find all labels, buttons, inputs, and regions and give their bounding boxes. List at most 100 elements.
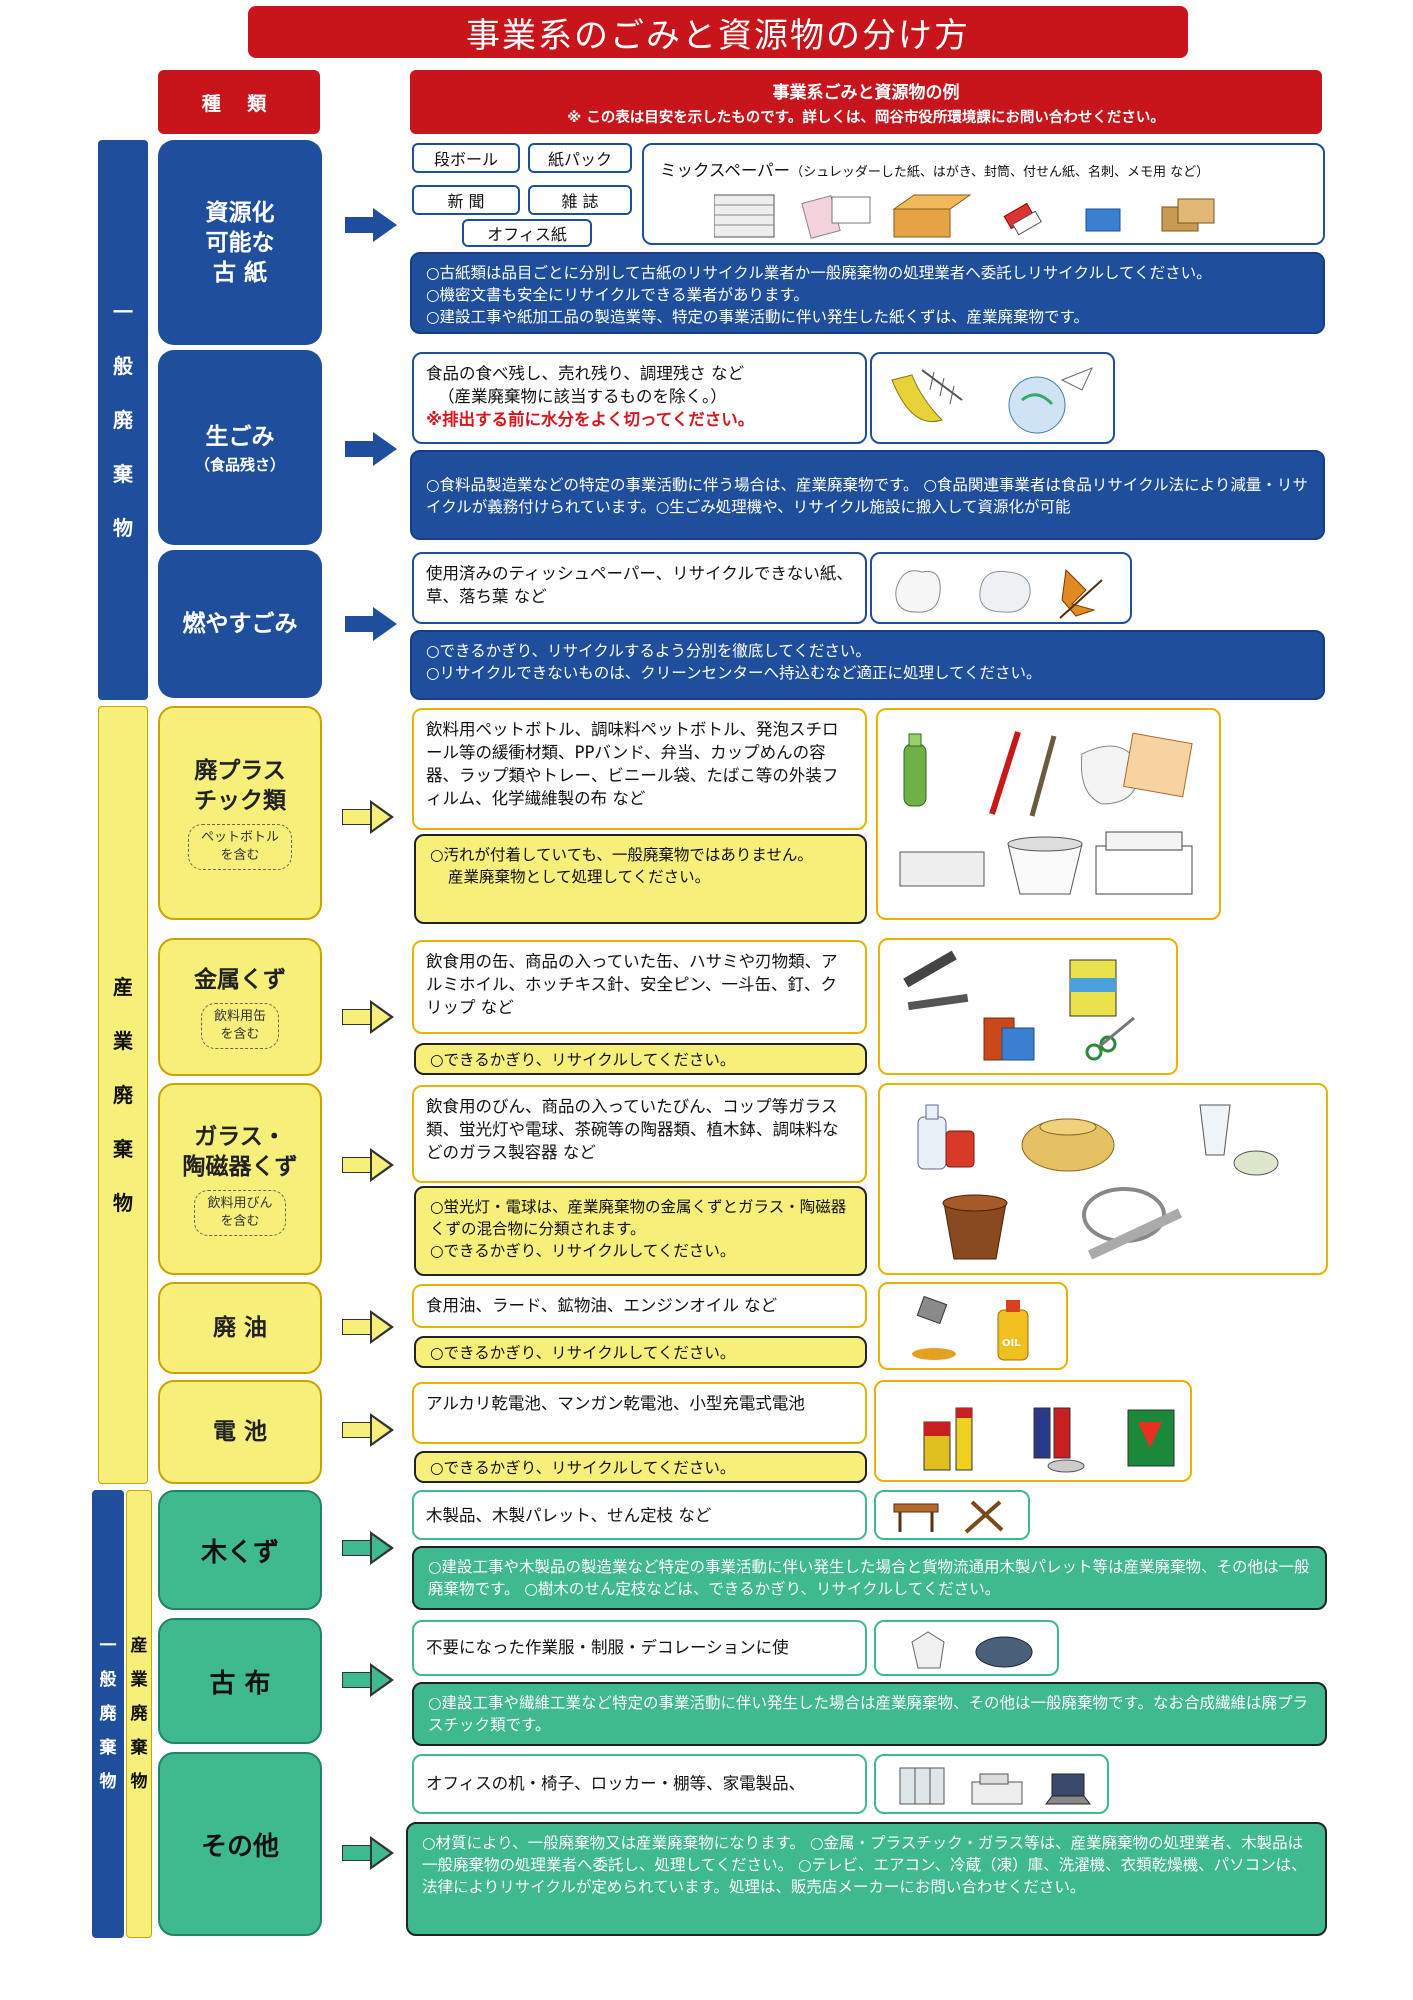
other-picture: [874, 1754, 1109, 1814]
category-glass-sub-2: を含む: [220, 1214, 260, 1229]
glass-examples: 飲食用のびん、商品の入っていたびん、コップ等ガラス類、蛍光灯や電球、茶碗等の陶器…: [412, 1085, 867, 1183]
category-paper-name-3: 古 紙: [212, 259, 267, 286]
pill-newspaper: 新 聞: [412, 185, 520, 215]
category-battery-name: 電 池: [212, 1419, 267, 1445]
cloth-note: ○建設工事や繊維工業など特定の事業活動に伴い発生した場合は産業廃棄物、その他は一…: [412, 1682, 1327, 1746]
metal-note: ○できるかぎり、リサイクルしてください。: [414, 1043, 867, 1075]
category-cloth-name: 古 布: [209, 1668, 271, 1699]
group-bar-industrial: 産業廃棄物: [98, 706, 148, 1484]
group-label-char: 産: [113, 975, 133, 999]
food-waste-icons: [891, 367, 1093, 434]
examples-header-note: ※ この表は目安を示したものです。詳しくは、岡谷市役所環境課にお問い合わせくださ…: [567, 109, 1165, 126]
glass-note-2: ○できるかぎり、リサイクルしてください。: [430, 1242, 736, 1260]
arrow-right-icon: [345, 432, 399, 466]
group-label-char: 業: [113, 1029, 133, 1053]
glass-icons: [917, 1104, 1279, 1260]
category-glass-name-1: ガラス・: [194, 1124, 286, 1150]
arrow-right-icon: [342, 800, 396, 834]
category-metal-sub-1: 飲料用缶: [213, 1009, 266, 1024]
arrow-right-icon: [342, 1148, 396, 1182]
arrow-right-icon: [345, 208, 399, 242]
oil-bottle-label: OIL: [1002, 1338, 1021, 1349]
battery-note: ○できるかぎり、リサイクルしてください。: [414, 1451, 867, 1483]
group-label-char: 般: [113, 354, 133, 378]
category-plastic-name-2: チック類: [194, 788, 286, 814]
battery-icons: [923, 1407, 1175, 1473]
burnable-picture: [870, 552, 1132, 624]
burnable-note-1: ○できるかぎり、リサイクルするよう分別を徹底してください。: [426, 642, 871, 660]
pill-office-paper: オフィス紙: [462, 219, 592, 247]
plastic-picture: [876, 708, 1221, 920]
wood-icons: [893, 1500, 1004, 1534]
arrow-right-icon: [345, 607, 399, 641]
category-scrap-metal: 金属くず 飲料用缶 を含む: [158, 938, 322, 1076]
category-other-name: その他: [200, 1831, 279, 1862]
group-label-char: 般: [99, 1670, 117, 1690]
category-plastic-sub-1: ペットボトル: [200, 830, 279, 845]
glass-notes: ○蛍光灯・電球は、産業廃棄物の金属くずとガラス・陶磁器くずの混合物に分類されます…: [414, 1186, 867, 1276]
pill-cardboard: 段ボール: [412, 143, 520, 173]
arrow-right-icon: [342, 1836, 396, 1870]
group-label-char: 棄: [113, 1137, 133, 1161]
plastic-note-1: ○汚れが付着していても、一般廃棄物ではありません。: [430, 846, 813, 864]
category-paper: 資源化 可能な 古 紙: [158, 140, 322, 345]
group-label-char: 一: [99, 1636, 117, 1656]
type-header: 種 類: [158, 70, 320, 134]
plastic-note: ○汚れが付着していても、一般廃棄物ではありません。 産業廃棄物として処理してくだ…: [414, 834, 867, 924]
arrow-right-icon: [342, 1413, 396, 1447]
pill-magazine: 雑 誌: [528, 185, 632, 215]
other-examples: オフィスの机・椅子、ロッカー・棚等、家電製品、: [412, 1754, 867, 1814]
category-plastic-name-1: 廃プラス: [194, 758, 286, 784]
wood-examples: 木製品、木製パレット、せん定枝 など: [412, 1490, 867, 1540]
arrow-right-icon: [342, 1531, 396, 1565]
battery-examples: アルカリ乾電池、マンガン乾電池、小型充電式電池: [412, 1382, 867, 1444]
oil-note: ○できるかぎり、リサイクルしてください。: [414, 1336, 867, 1368]
oil-picture: OIL: [878, 1282, 1068, 1370]
food-example-2: （産業廃棄物に該当するものを除く。）: [438, 387, 727, 406]
group-bar-mixed-industrial: 産業廃棄物: [126, 1490, 152, 1938]
burnable-examples: 使用済みのティッシュペーパー、リサイクルできない紙、草、落ち葉 など: [412, 552, 867, 624]
arrow-right-icon: [342, 1310, 396, 1344]
mixed-paper-icons: [714, 194, 1215, 239]
category-other: その他: [158, 1752, 322, 1936]
examples-header-title: 事業系ごみと資源物の例: [772, 82, 960, 103]
oil-examples: 食用油、ラード、鉱物油、エンジンオイル など: [412, 1284, 867, 1328]
category-glass-ceramics: ガラス・ 陶磁器くず 飲料用びん を含む: [158, 1083, 322, 1275]
category-cloth: 古 布: [158, 1618, 322, 1744]
paper-note-3: ○建設工事や紙加工品の製造業等、特定の事業活動に伴い発生した紙くずは、産業廃棄物…: [426, 308, 1089, 326]
category-food-waste: 生ごみ （食品残さ）: [158, 350, 322, 545]
group-label-char: 産: [130, 1636, 148, 1656]
food-examples: 食品の食べ残し、売れ残り、調理残さ など （産業廃棄物に該当するものを除く。） …: [412, 352, 867, 444]
wood-note: ○建設工事や木製品の製造業など特定の事業活動に伴い発生した場合と貨物流通用木製パ…: [412, 1546, 1327, 1610]
glass-picture: [878, 1083, 1328, 1275]
plastic-icons: [899, 731, 1193, 895]
burnable-icons: [895, 568, 1103, 619]
category-food-sub: （食品残さ）: [194, 455, 285, 474]
paper-note-2: ○機密文書も安全にリサイクルできる業者があります。: [426, 286, 809, 304]
burnable-note-2: ○リサイクルできないものは、クリーンセンターへ持込むなど適正に処理してください。: [426, 664, 1042, 682]
burnable-notes: ○できるかぎり、リサイクルするよう分別を徹底してください。 ○リサイクルできない…: [410, 630, 1325, 700]
paper-note-1: ○古紙類は品目ごとに分別して古紙のリサイクル業者か一般廃棄物の処理業者へ委託しリ…: [426, 264, 1212, 282]
cloth-picture: [874, 1620, 1059, 1676]
metal-icons: [903, 950, 1135, 1061]
category-plastic-sub: ペットボトル を含む: [187, 824, 292, 870]
other-icons: [899, 1767, 1091, 1805]
metal-examples: 飲食用の缶、商品の入っていた缶、ハサミや刃物類、アルミホイル、ホッチキス針、安全…: [412, 940, 867, 1034]
food-picture: [870, 352, 1115, 444]
group-label-char: 一: [113, 300, 133, 324]
group-label-char: 物: [130, 1772, 148, 1792]
group-bar-mixed-general: 一般廃棄物: [92, 1490, 124, 1938]
cloth-icons: [911, 1631, 1033, 1669]
metal-picture: [878, 938, 1178, 1075]
group-bar-general: 一般廃棄物: [98, 140, 148, 700]
oil-icons: [912, 1295, 1029, 1361]
group-label-char: 業: [130, 1670, 148, 1690]
category-burnable: 燃やすごみ: [158, 550, 322, 698]
paper-notes: ○古紙類は品目ごとに分別して古紙のリサイクル業者か一般廃棄物の処理業者へ委託しリ…: [410, 252, 1325, 334]
category-batteries: 電 池: [158, 1380, 322, 1484]
plastic-note-2: 産業廃棄物として処理してください。: [448, 868, 711, 886]
category-waste-plastic: 廃プラス チック類 ペットボトル を含む: [158, 706, 322, 920]
category-metal-name: 金属くず: [194, 967, 286, 993]
category-burnable-name: 燃やすごみ: [182, 611, 298, 637]
category-metal-sub-2: を含む: [220, 1027, 260, 1042]
